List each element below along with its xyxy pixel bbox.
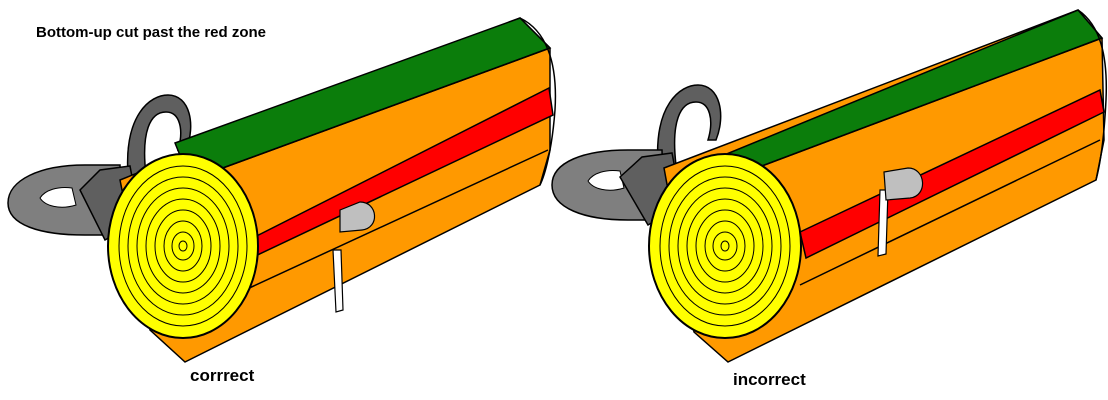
wedge-right — [884, 168, 923, 200]
cut-left — [333, 250, 343, 312]
caption-correct: corrrect — [190, 366, 254, 386]
log-end-right — [649, 154, 801, 338]
log-end-left — [108, 154, 258, 338]
panel-correct — [8, 18, 555, 362]
caption-incorrect: incorrect — [733, 370, 806, 390]
panel-incorrect — [552, 10, 1106, 362]
